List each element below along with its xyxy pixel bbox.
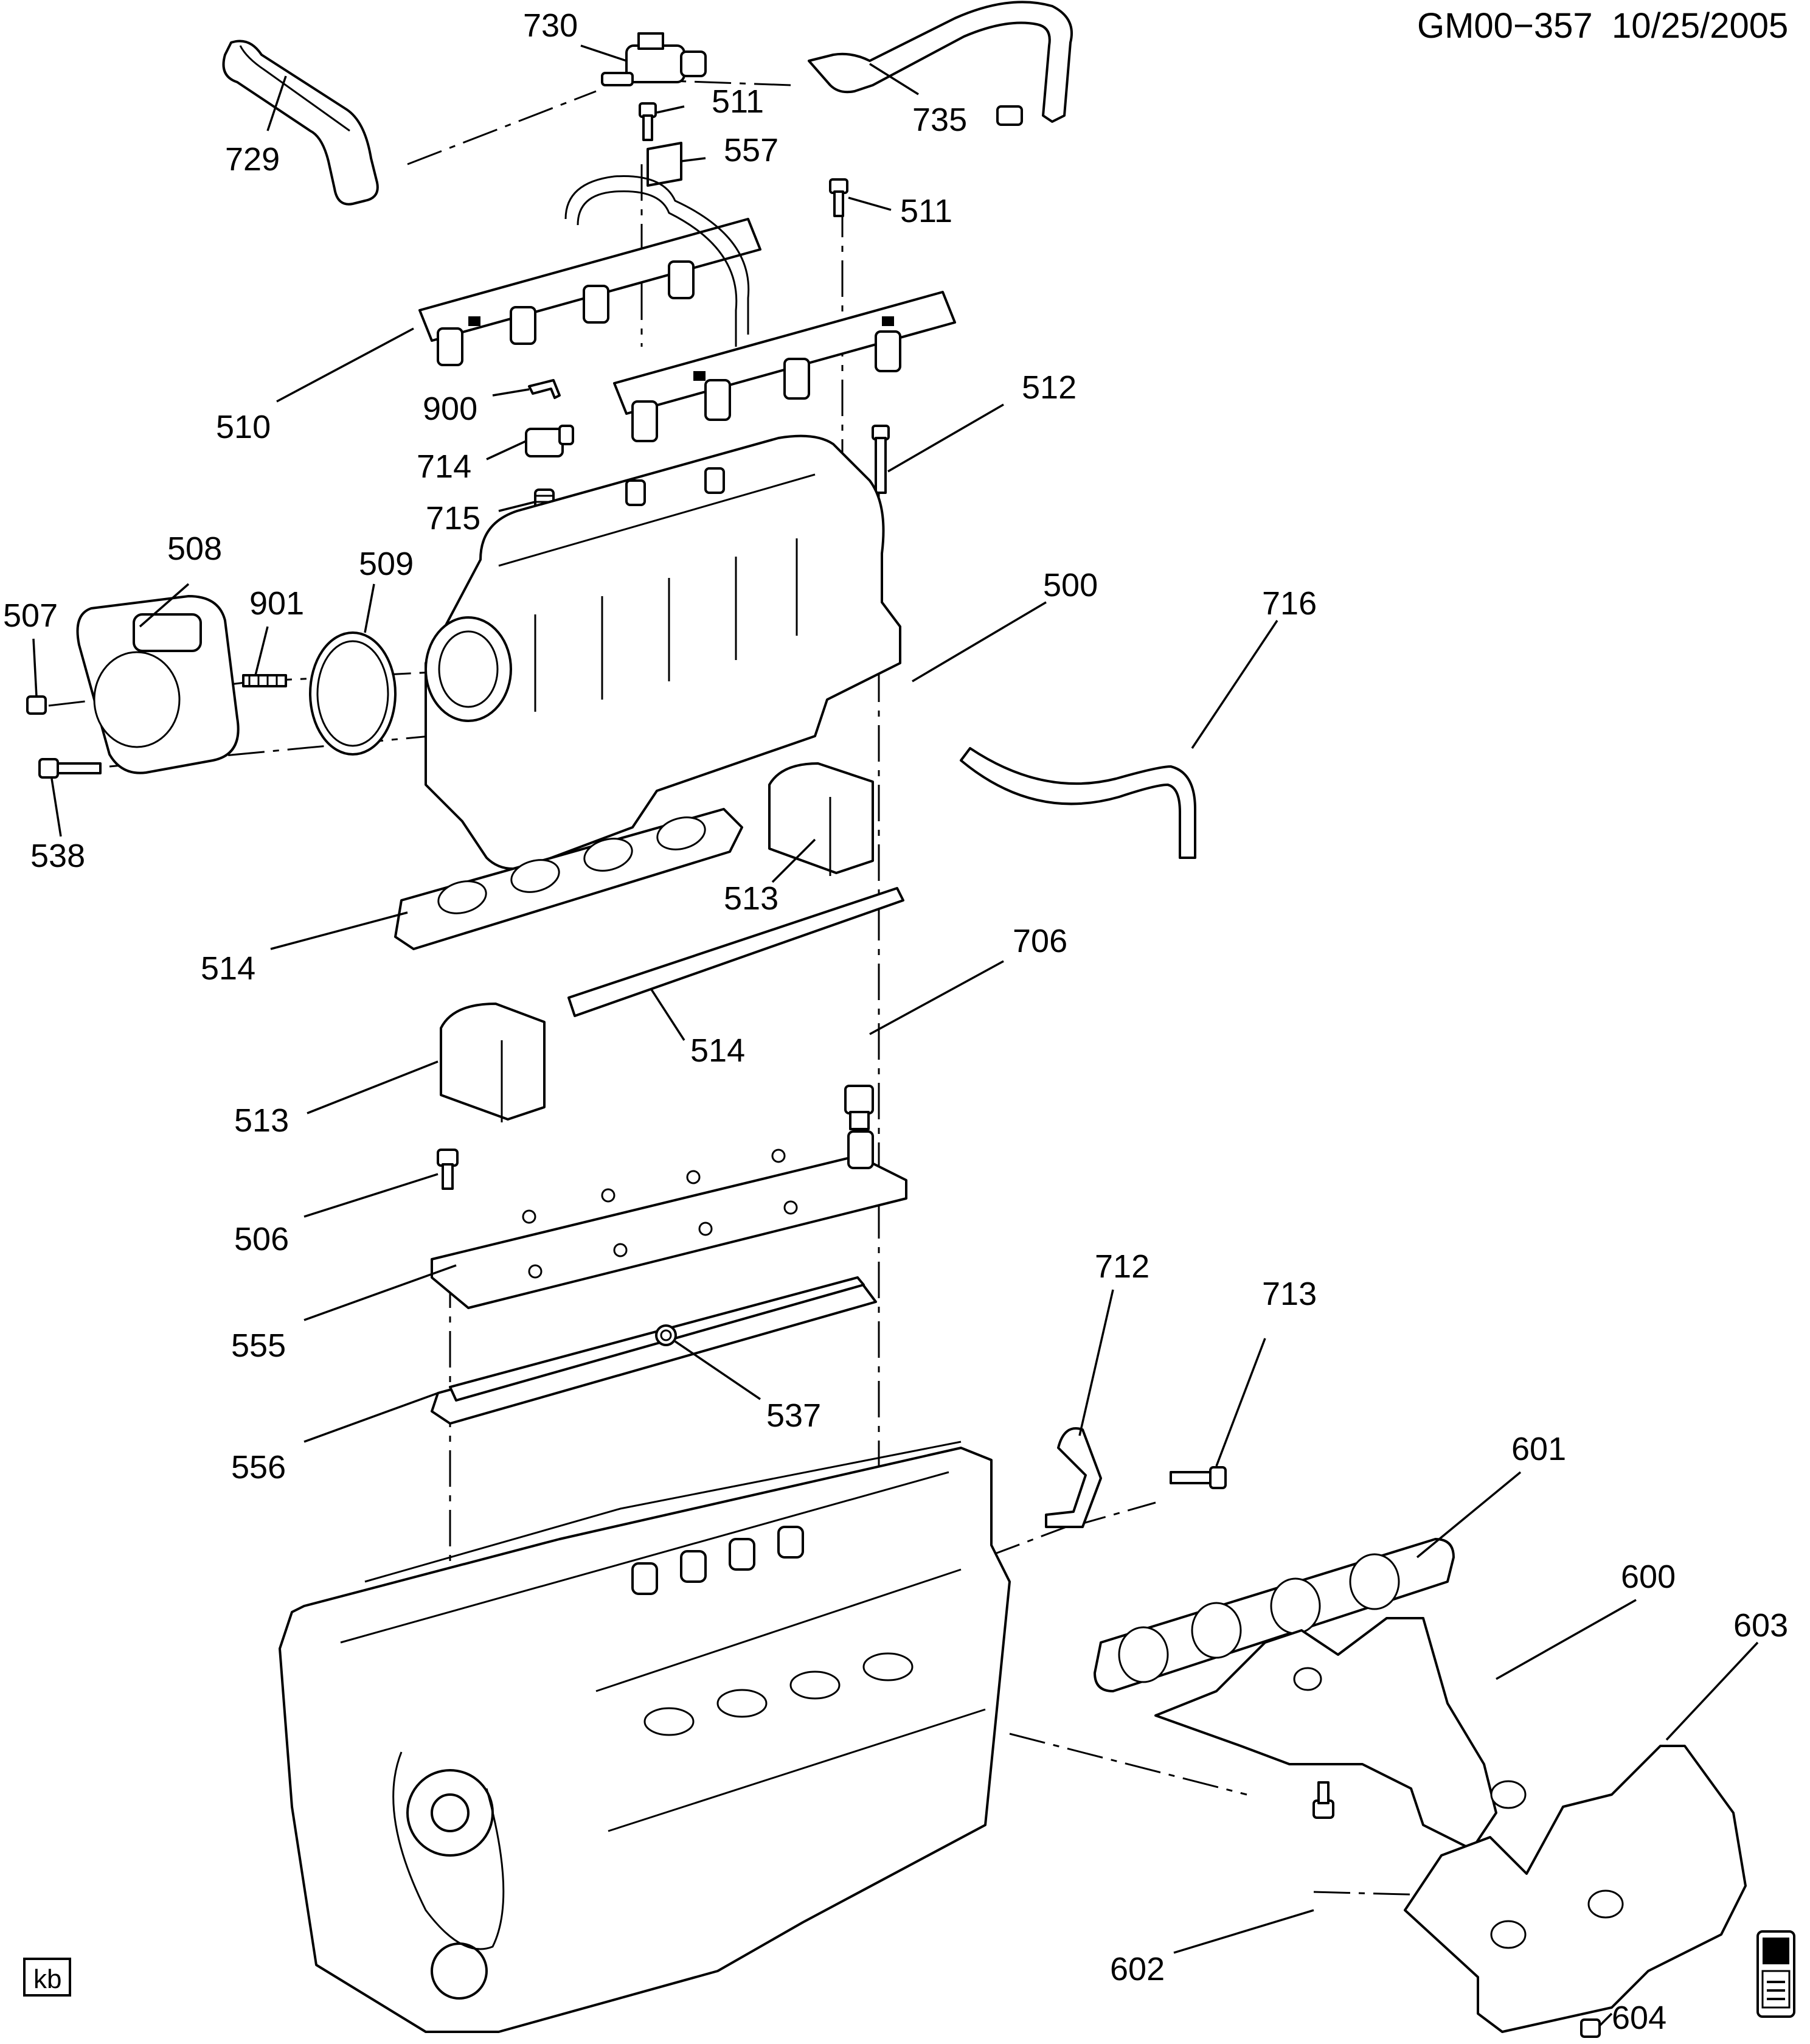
sensor-714: [525, 425, 574, 457]
fuel-return-line-735: [808, 1, 1073, 126]
label-510: 510: [216, 409, 271, 445]
exhaust-manifold-600: [1154, 1617, 1527, 1851]
bracket-557: [647, 142, 682, 187]
label-509: 509: [359, 546, 414, 582]
label-601: 601: [1511, 1431, 1566, 1467]
throttle-body-gasket-509: [309, 631, 397, 756]
bolt-538: [38, 758, 102, 779]
stud-901: [242, 674, 287, 687]
valley-cover-555: [431, 1130, 907, 1309]
label-557: 557: [724, 132, 778, 169]
label-500: 500: [1043, 567, 1098, 603]
engine-block: [279, 1441, 1011, 2033]
label-603: 603: [1733, 1607, 1788, 1644]
fuel-rail-510: [418, 175, 956, 442]
label-735: 735: [912, 102, 967, 138]
baffle-513-upper: [768, 762, 874, 876]
label-901: 901: [249, 585, 304, 622]
label-513-upper: 513: [724, 880, 778, 917]
label-538: 538: [30, 838, 85, 874]
heat-shield-603: [1404, 1745, 1747, 2033]
label-900: 900: [423, 391, 477, 427]
bolt-604: [1580, 2018, 1601, 2038]
bolt-506: [437, 1149, 459, 1190]
label-507: 507: [3, 597, 58, 634]
throttle-body-508: [76, 595, 240, 774]
corner-tag-text: kb: [33, 1964, 61, 1994]
label-730: 730: [523, 7, 578, 44]
label-506: 506: [234, 1221, 289, 1257]
intake-manifold-500: [425, 434, 901, 870]
leader-lines: [32, 44, 1759, 2027]
diagram-date: 10/25/2005: [1612, 6, 1788, 46]
seal-537: [655, 1324, 677, 1346]
label-508: 508: [167, 530, 222, 567]
label-555: 555: [231, 1327, 286, 1364]
label-716: 716: [1262, 585, 1317, 622]
bolt-512: [872, 425, 890, 494]
gm-spo-logo: [1756, 1930, 1795, 2018]
label-602: 602: [1110, 1951, 1165, 1987]
label-514-right: 514: [690, 1032, 745, 1069]
bolt-511-right: [829, 178, 848, 217]
label-512: 512: [1022, 369, 1077, 406]
nut-507: [26, 695, 47, 715]
corner-tag: kb: [23, 1958, 71, 1997]
valley-gasket-514-right: [567, 887, 904, 1017]
label-556: 556: [231, 1449, 286, 1486]
intake-gasket-514-left: [394, 808, 743, 950]
label-511-right: 511: [900, 193, 952, 229]
sensor-706: [844, 1085, 874, 1130]
label-511-upper: 511: [712, 83, 764, 120]
label-712: 712: [1095, 1248, 1149, 1285]
label-729: 729: [225, 141, 280, 178]
fuel-injectors: [437, 260, 901, 442]
exhaust-manifold-gasket-601: [1094, 1538, 1455, 1692]
label-514-left: 514: [201, 950, 255, 987]
baffle-513-lower: [440, 1003, 546, 1122]
label-513-lower: 513: [234, 1102, 289, 1139]
bolt-511-upper: [639, 102, 657, 141]
label-604: 604: [1612, 2000, 1666, 2036]
label-537: 537: [766, 1397, 821, 1434]
label-714: 714: [417, 448, 471, 485]
part-labels: 730 735 729 511 557 511 510 900 714 715 …: [3, 7, 1788, 2036]
diagram-code: GM00−357: [1417, 6, 1593, 46]
clip-900: [528, 379, 561, 399]
label-715: 715: [426, 500, 480, 537]
pcv-hose-716: [960, 747, 1196, 859]
bolt-602: [1312, 1781, 1334, 1819]
label-713: 713: [1262, 1276, 1317, 1312]
fuel-pressure-valve-730: [601, 32, 707, 86]
label-600: 600: [1621, 1559, 1676, 1595]
label-706: 706: [1013, 923, 1067, 959]
fuel-feed-line-729: [222, 40, 379, 206]
bracket-712: [1045, 1427, 1102, 1528]
bolt-713: [1170, 1466, 1227, 1489]
